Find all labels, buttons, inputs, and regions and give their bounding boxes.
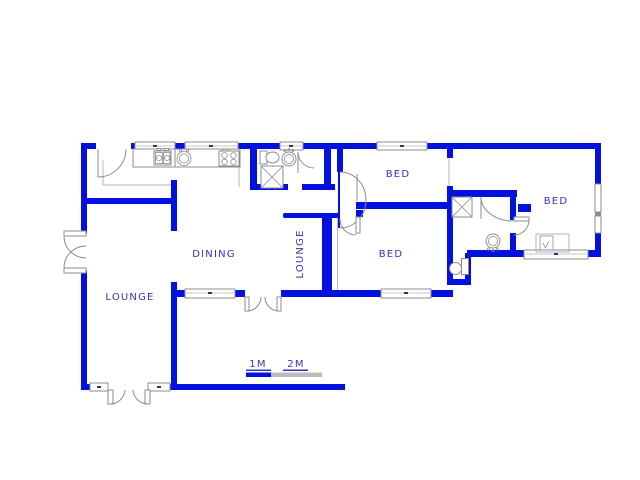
window <box>279 141 304 151</box>
shower <box>451 196 473 218</box>
wall <box>171 290 185 297</box>
wall <box>81 143 96 149</box>
wall <box>510 192 516 220</box>
kitchen-floor-line <box>102 160 171 186</box>
scale-label-2m: 2M <box>287 359 304 370</box>
windows <box>89 141 602 392</box>
stove <box>218 148 240 167</box>
wall <box>171 180 177 231</box>
scale-segment-blue <box>246 372 271 377</box>
wall <box>356 202 453 209</box>
wall <box>81 143 87 233</box>
wall <box>81 198 177 204</box>
wall <box>322 217 332 297</box>
label-dining: DINING <box>192 249 236 260</box>
kitchen-fixtures <box>132 148 241 168</box>
front-door <box>97 148 127 178</box>
scale-underline-1m <box>246 369 271 371</box>
wall <box>338 172 340 228</box>
wall <box>447 279 471 285</box>
wall <box>324 149 331 190</box>
bathroom2-door <box>480 196 514 222</box>
bedroom-hall-door <box>339 171 367 229</box>
wall <box>302 184 335 190</box>
bathroom2-fixtures <box>449 196 501 275</box>
wall-nub <box>518 204 531 212</box>
window <box>380 288 432 299</box>
scale-label-1m: 1M <box>249 359 266 370</box>
bedroom3-furniture <box>535 233 570 253</box>
label-lounge-main: LOUNGE <box>105 292 154 303</box>
dresser-outline <box>535 233 570 253</box>
scale-segment-gray <box>271 372 322 377</box>
wall <box>235 290 245 297</box>
room-labels: LOUNGE DINING LOUNGE BED BED BED <box>105 169 568 303</box>
toilet <box>259 150 280 165</box>
wall <box>171 282 177 390</box>
wall <box>250 149 257 190</box>
label-bed-right: BED <box>544 196 568 207</box>
wall <box>431 290 453 297</box>
scale-bar: 1M 2M <box>246 359 322 377</box>
wall <box>595 233 601 257</box>
window <box>523 249 589 260</box>
label-bed-top: BED <box>386 169 410 180</box>
wall <box>81 271 87 390</box>
toilet <box>449 258 469 275</box>
wall <box>510 233 516 257</box>
window <box>594 183 602 234</box>
round-sink <box>176 148 192 166</box>
bathroom1-door <box>297 151 315 173</box>
wall <box>283 213 340 218</box>
bathroom1-fixtures <box>259 147 297 189</box>
bed-middle-door <box>339 216 361 236</box>
window <box>184 288 236 299</box>
label-lounge-passage: LOUNGE <box>295 229 306 278</box>
floor-lines <box>102 158 450 290</box>
wall <box>447 190 517 197</box>
exterior-walls <box>81 143 601 390</box>
wall <box>595 143 601 184</box>
bathroom2-bedroom-door <box>513 216 530 236</box>
wall <box>170 384 345 390</box>
wall <box>81 384 90 390</box>
wall <box>175 143 185 149</box>
basin <box>281 147 297 167</box>
wall <box>447 186 453 285</box>
window <box>376 141 428 151</box>
wall <box>427 143 601 149</box>
double-door-dining <box>244 296 282 312</box>
wall <box>356 210 363 217</box>
label-bed-middle: BED <box>379 249 403 260</box>
double-sink <box>153 148 172 166</box>
window <box>147 382 171 392</box>
french-door-left <box>63 230 87 274</box>
wall <box>337 149 343 172</box>
window <box>89 382 109 392</box>
basin <box>485 233 501 252</box>
shower <box>260 165 284 189</box>
dresser-inner <box>539 235 554 251</box>
wall <box>447 143 453 158</box>
doors <box>63 148 530 405</box>
wall <box>131 143 135 149</box>
double-door-bottom <box>107 389 151 405</box>
wall <box>238 143 280 149</box>
scale-underline-2m <box>283 369 308 371</box>
dresser-mark <box>542 241 549 249</box>
wall <box>303 143 377 149</box>
